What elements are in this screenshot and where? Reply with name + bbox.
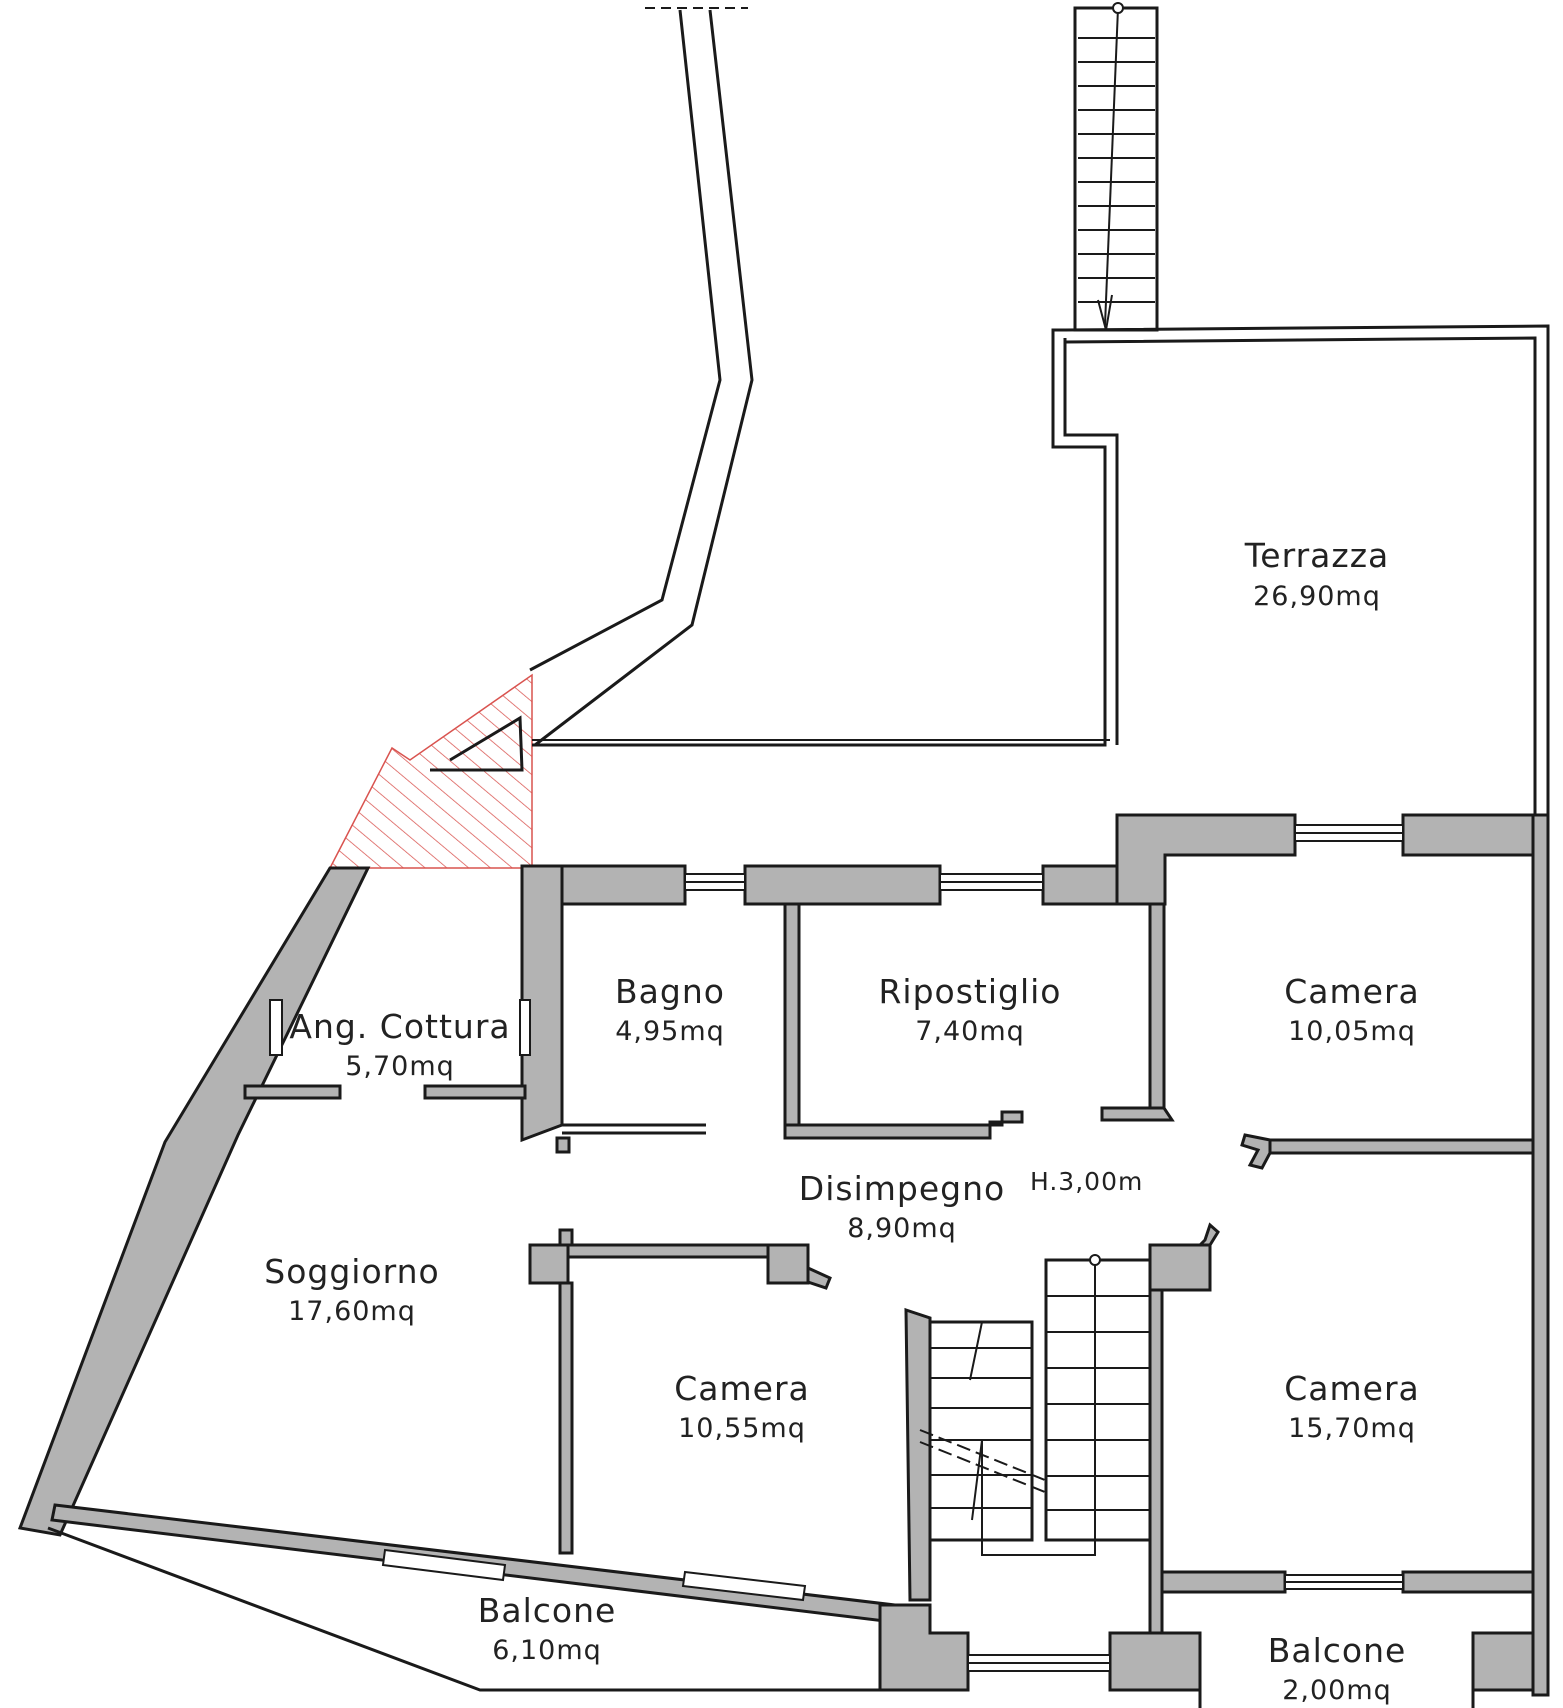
room-name: Balcone: [1268, 1631, 1407, 1670]
interior-stairs: [919, 1254, 1152, 1556]
room-area: 4,95mq: [615, 1016, 725, 1047]
room-name: Ripostiglio: [878, 972, 1061, 1011]
windows: [269, 824, 1404, 1672]
room-name: Disimpegno: [799, 1169, 1005, 1208]
room-label-camera-c: Camera 10,55mq: [674, 1369, 810, 1444]
exterior-stairs: [1073, 2, 1159, 332]
room-area: 26,90mq: [1253, 581, 1381, 612]
room-label-ripostiglio: Ripostiglio 7,40mq: [878, 972, 1061, 1047]
room-name: Bagno: [615, 972, 725, 1011]
room-label-balcone-se: Balcone 2,00mq: [1268, 1631, 1407, 1706]
room-label-terrazza: Terrazza 26,90mq: [1244, 536, 1390, 612]
room-area: 10,55mq: [678, 1413, 806, 1444]
room-label-disimpegno: Disimpegno 8,90mq H.3,00m: [799, 1167, 1143, 1244]
room-area: 17,60mq: [288, 1296, 416, 1327]
room-label-bagno: Bagno 4,95mq: [615, 972, 725, 1047]
access-path: [529, 7, 754, 747]
room-area: 15,70mq: [1288, 1413, 1416, 1444]
room-name: Terrazza: [1244, 536, 1390, 575]
ceiling-height: H.3,00m: [1030, 1167, 1143, 1196]
walls: [17, 813, 1550, 1697]
room-name: Camera: [674, 1369, 810, 1408]
room-area: 6,10mq: [492, 1635, 602, 1666]
room-name: Soggiorno: [264, 1252, 439, 1291]
room-area: 5,70mq: [345, 1051, 455, 1082]
room-name: Camera: [1284, 972, 1420, 1011]
room-name: Ang. Cottura: [289, 1007, 510, 1046]
room-label-camera-ne: Camera 10,05mq: [1284, 972, 1420, 1047]
room-area: 2,00mq: [1282, 1675, 1392, 1706]
room-area: 8,90mq: [847, 1213, 957, 1244]
room-name: Camera: [1284, 1369, 1420, 1408]
room-label-balcone-s: Balcone 6,10mq: [478, 1591, 617, 1666]
room-area: 7,40mq: [915, 1016, 1025, 1047]
terrace-outline: [532, 324, 1550, 815]
hatched-area: [328, 673, 1110, 869]
room-name: Balcone: [478, 1591, 617, 1630]
balconies: [47, 1526, 1475, 1708]
room-area: 10,05mq: [1288, 1016, 1416, 1047]
room-label-camera-se: Camera 15,70mq: [1284, 1369, 1420, 1444]
room-label-cottura: Ang. Cottura 5,70mq: [289, 1007, 510, 1082]
room-label-soggiorno: Soggiorno 17,60mq: [264, 1252, 439, 1327]
